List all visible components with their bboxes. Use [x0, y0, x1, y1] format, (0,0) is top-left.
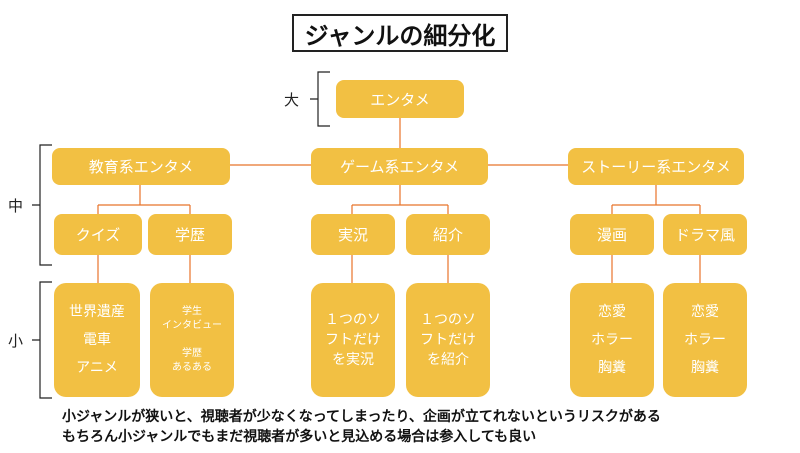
leaf-item: １つのソ フトだけ を紹介 [420, 312, 476, 368]
bracket-small [32, 281, 52, 399]
leaf-gakureki: 学生 インタビュー 学歴 あるある [150, 283, 234, 397]
leaf-item: 胸糞 [598, 360, 626, 376]
leaf-item: ホラー [684, 332, 726, 348]
leaf-item: １つのソ フトだけ を実況 [325, 312, 381, 368]
connector-edu-sub [97, 185, 191, 214]
level-label-small: 小 [8, 332, 24, 350]
node-story: ストーリー系エンタメ [568, 148, 744, 185]
leaf-item: 恋愛 [598, 304, 626, 320]
level-label-medium: 中 [8, 197, 24, 215]
leaf-item: 恋愛 [691, 304, 719, 320]
node-jikkyo: 実況 [311, 214, 395, 255]
tree-connectors [97, 118, 701, 283]
note-line-1: 小ジャンルが狭いと、視聴者が少なくなってしまったり、企画が立てれないというリスク… [62, 409, 661, 425]
leaf-item: 学生 インタビュー [162, 306, 222, 331]
node-drama: ドラマ風 [663, 214, 747, 255]
leaf-item: 胸糞 [691, 360, 719, 376]
leaf-quiz: 世界遺産 電車 アニメ [54, 283, 140, 397]
level-label-large: 大 [284, 91, 300, 109]
leaf-jikkyo: １つのソ フトだけ を実況 [311, 283, 395, 397]
diagram-title: ジャンルの細分化 [292, 14, 508, 52]
leaf-shokai: １つのソ フトだけ を紹介 [406, 283, 490, 397]
node-shokai: 紹介 [406, 214, 490, 255]
leaf-manga: 恋愛 ホラー 胸糞 [570, 283, 654, 397]
leaf-item: 電車 [83, 332, 111, 348]
node-quiz: クイズ [54, 214, 142, 255]
connector-story-sub [611, 185, 701, 214]
node-game: ゲーム系エンタメ [311, 148, 488, 185]
node-education: 教育系エンタメ [52, 148, 230, 185]
node-root: エンタメ [336, 80, 464, 118]
node-manga: 漫画 [570, 214, 654, 255]
node-gakureki: 学歴 [148, 214, 232, 255]
leaf-drama: 恋愛 ホラー 胸糞 [663, 283, 747, 397]
leaf-item: 世界遺産 [69, 304, 125, 320]
note-line-2: もちろん小ジャンルでもまだ視聴者が多いと見込める場合は参入しても良い [62, 429, 537, 445]
connector-game-sub [351, 185, 449, 214]
leaf-item: アニメ [76, 360, 118, 376]
bracket-medium [32, 144, 52, 266]
bracket-large [310, 71, 330, 127]
level-brackets [32, 71, 330, 399]
leaf-item: 学歴 あるある [172, 348, 212, 373]
leaf-item: ホラー [591, 332, 633, 348]
